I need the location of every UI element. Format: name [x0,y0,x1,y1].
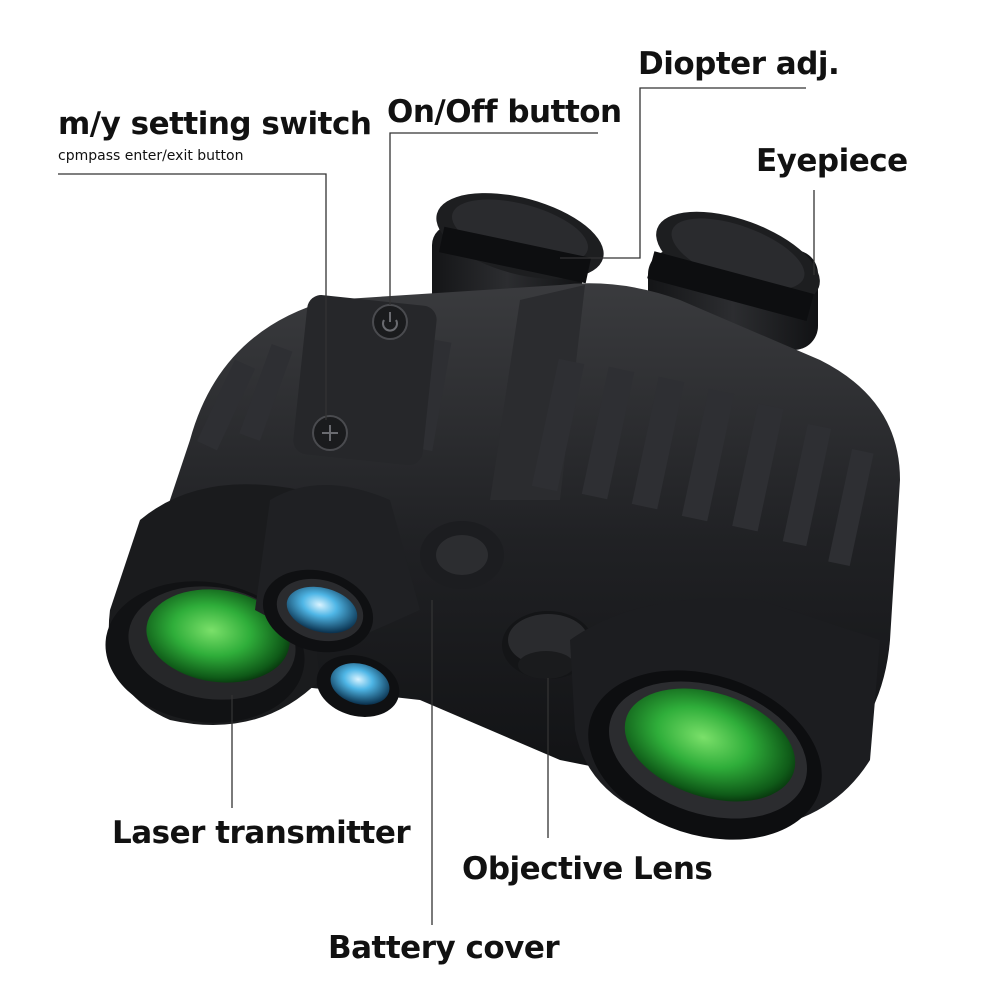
leader-line-switch [58,173,327,420]
on-off-button [372,304,408,340]
adjustment-knob [502,611,594,679]
leader-line-onoff [389,132,598,305]
label-battery: Battery cover [328,930,560,966]
label-onoff: On/Off button [387,94,622,130]
label-objective: Objective Lens [462,851,713,887]
label-diopter: Diopter adj. [638,46,840,82]
laser-transmitter-barrel [255,485,420,717]
mode-switch-button [312,415,348,451]
leader-line-diopter [560,87,806,259]
leader-lines [58,87,815,925]
label-eyepiece: Eyepiece [756,143,908,179]
right-objective-barrel [570,598,880,840]
label-laser: Laser transmitter [112,815,411,851]
right-eyepiece [647,211,820,350]
label-switch-sub: cpmpass enter/exit button [58,148,244,164]
label-switch: m/y setting switch [58,106,372,142]
